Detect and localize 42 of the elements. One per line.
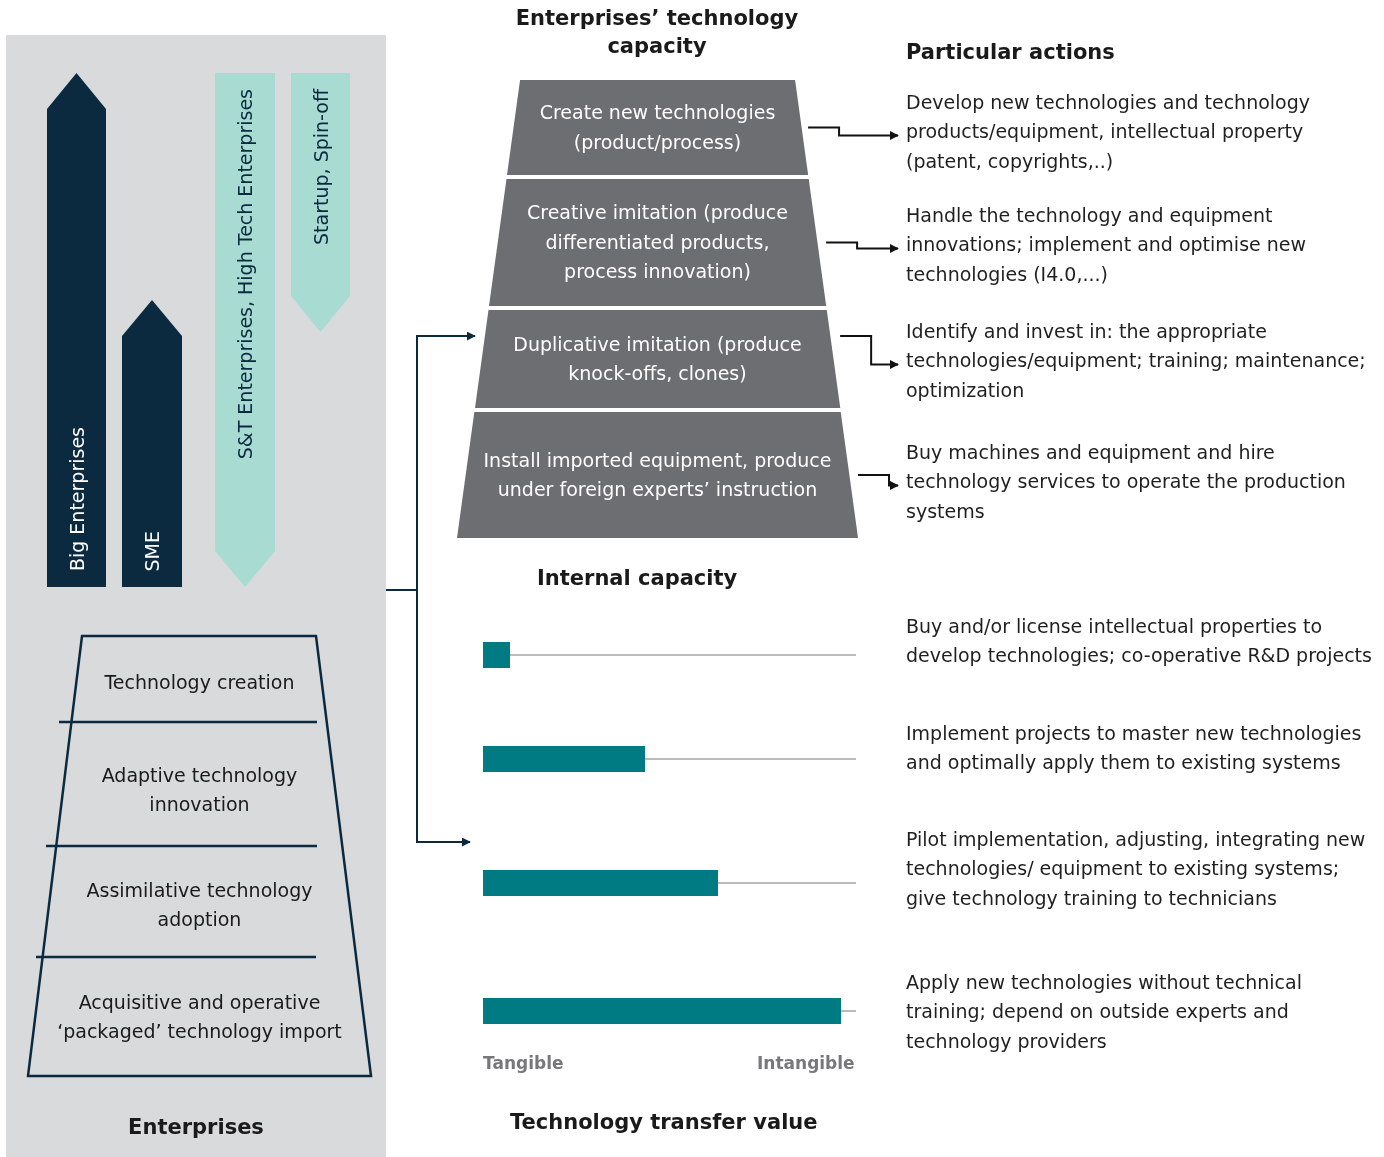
arrow	[839, 335, 899, 369]
action-text: Implement projects to master new technologies and optimally apply them to existing systems	[906, 721, 1363, 776]
up-arrow-shape	[122, 300, 182, 587]
down-arrow-shape	[215, 73, 275, 587]
panel-background	[6, 35, 386, 1157]
down-arrow-shape	[291, 73, 350, 332]
action-text: Identify and invest in: the appropriate technologies/equipment; training; maintenance; optimization	[898, 317, 1376, 412]
section-heading: Particular actions	[906, 40, 1115, 64]
section-heading: Internal capacity	[537, 565, 738, 592]
arrow-label: S&T Enterprises, High Tech Enterprises	[234, 89, 256, 460]
level-label: Assimilative technology adoption	[85, 877, 314, 932]
level-label: Technology creation	[103, 670, 296, 696]
arrow-label: Big Enterprises	[65, 426, 88, 571]
arrow-label: SME	[141, 530, 163, 571]
action-text: Handle the technology and equipment innovations; implement and optimise new technologies (I4.0,...)	[898, 201, 1376, 296]
action-text: Pilot implementation, adjusting, integrating new technologies/ equipment to existing systems; give technology training to technicians	[906, 827, 1367, 911]
section-heading: Enterprises’ technology capacity	[514, 5, 800, 61]
action-text: Buy and/or license intellectual properties to develop technologies; co-operative R&D projects	[906, 614, 1373, 669]
pyramid-level	[488, 179, 827, 306]
arrow	[825, 241, 899, 253]
scale-label: Intangible	[757, 1053, 855, 1073]
arrow	[385, 589, 471, 847]
action-text: Apply new technologies without technical training; depend on outside experts and technology providers	[906, 970, 1303, 1054]
level-label: Acquisitive and operative ‘packaged’ technology import	[57, 989, 342, 1044]
level-label: Create new technologies (product/process)	[538, 100, 777, 155]
level-label: Duplicative imitation (produce knock-offs, clones)	[512, 331, 803, 386]
arrow	[807, 126, 899, 140]
action-text: Buy machines and equipment and hire technology services to operate the production systems	[898, 438, 1376, 533]
panel-heading: Enterprises	[127, 1113, 265, 1141]
up-arrow-shape	[47, 73, 106, 587]
pyramid-level	[506, 80, 809, 175]
pyramid-level	[474, 310, 841, 408]
section-heading: Technology transfer value	[510, 1110, 818, 1134]
scale-label: Tangible	[483, 1053, 564, 1073]
action-text: Develop new technologies and technology products/equipment, intellectual property (patent, copyrights,..)	[898, 88, 1376, 183]
arrow-label: Startup, Spin-off	[309, 89, 332, 245]
pyramid-level	[457, 412, 858, 538]
level-label: Creative imitation (produce differentiated products, process innovation)	[525, 200, 789, 285]
level-label: Adaptive technology innovation	[100, 762, 299, 817]
trapezoid-frame	[27, 635, 372, 1077]
level-label: Install imported equipment, produce under foreign experts’ instruction	[482, 447, 833, 502]
arrow	[857, 474, 899, 490]
